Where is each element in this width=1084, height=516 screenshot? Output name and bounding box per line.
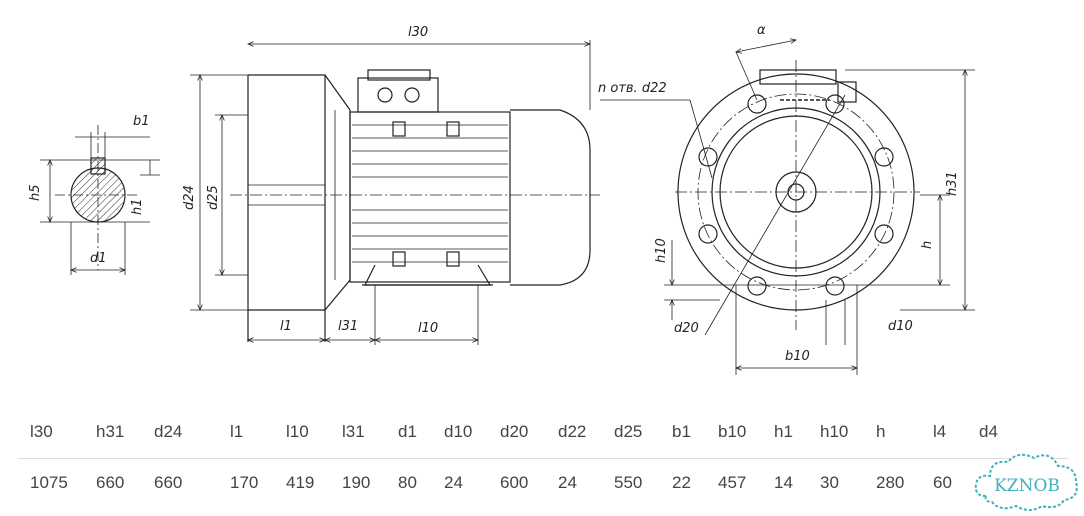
label-h1: h1 [130,198,145,215]
header-d24: d24 [154,422,183,441]
header-d4: d4 [979,422,998,441]
value-l1: 170 [230,473,259,492]
motor-front-view [600,40,975,375]
label-alpha: α [757,23,766,38]
value-h: 280 [876,473,905,492]
label-d10: d10 [888,319,913,334]
label-h31: h31 [945,171,960,196]
value-d24: 660 [154,473,183,492]
value-l31: 190 [342,473,371,492]
label-d24: d24 [182,185,197,210]
table-divider [18,458,1068,459]
value-h1: 14 [774,473,793,492]
header-h1: h1 [774,422,793,441]
dimensions-table: l30 h31 d24 l1 l10 l31 d1 d10 d20 d22 d2… [0,405,1084,516]
value-h31: 660 [96,473,125,492]
header-l4: l4 [933,422,947,441]
header-h: h [876,422,886,441]
value-d1: 80 [398,473,417,492]
value-d22: 24 [558,473,577,492]
label-d20: d20 [674,321,699,336]
label-d1: d1 [90,251,107,266]
value-l30: 1075 [30,473,68,492]
value-h10: 30 [820,473,839,492]
watermark-text: KZNOB [994,476,1060,496]
label-b10: b10 [785,349,810,364]
header-b10: b10 [718,422,747,441]
header-d10: d10 [444,422,473,441]
header-l1: l1 [230,422,244,441]
kznob-watermark-logo: KZNOB [974,453,1078,511]
header-d1: d1 [398,422,417,441]
value-d25: 550 [614,473,643,492]
label-d25: d25 [206,185,221,210]
header-b1: b1 [672,422,691,441]
value-l4: 60 [933,473,952,492]
motor-dimension-drawing: l30 d24 d25 l1 l31 l10 b1 h5 h1 d1 α n о… [28,23,975,375]
label-l31: l31 [338,319,358,334]
shaft-section-view [40,125,160,275]
value-b10: 457 [718,473,747,492]
label-h10: h10 [654,238,669,263]
header-h10: h10 [820,422,849,441]
motor-side-view [190,40,600,345]
label-b1: b1 [133,114,150,129]
label-n-holes: n отв. d22 [598,81,667,96]
header-d25: d25 [614,422,643,441]
header-l31: l31 [342,422,365,441]
header-l10: l10 [286,422,309,441]
label-l30: l30 [408,25,428,40]
value-b1: 22 [672,473,691,492]
header-l30: l30 [30,422,53,441]
value-d20: 600 [500,473,529,492]
label-h: h [920,241,935,249]
value-d10: 24 [444,473,463,492]
label-l1: l1 [280,319,292,334]
header-h31: h31 [96,422,125,441]
header-d22: d22 [558,422,587,441]
value-l10: 419 [286,473,315,492]
header-d20: d20 [500,422,529,441]
label-h5: h5 [28,184,43,201]
label-l10: l10 [418,321,438,336]
